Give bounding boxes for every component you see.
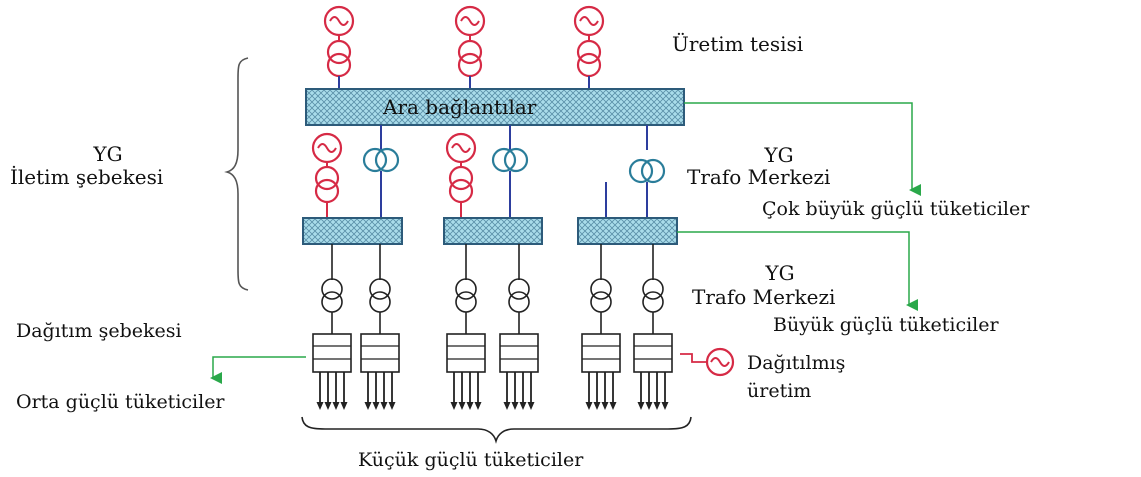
arrow-icon [458,402,466,410]
arrow-icon [466,402,474,410]
transformer-icon [448,165,474,191]
feeder-box-5 [581,333,621,373]
arrow-icon [332,402,340,410]
arrow-icon [474,402,482,410]
arrow-icon [645,402,653,410]
substation-bus-3 [577,217,678,245]
generation-unit-2 [454,5,486,89]
arrow-icon [450,402,458,410]
arrow-icon [601,402,609,410]
hv-transformer-2 [491,147,529,218]
arrow-icon [372,402,380,410]
arrow-icon [364,402,372,410]
feed-line-large [677,231,918,311]
transformer-icon [590,278,612,300]
arrow-icon [316,402,324,410]
arrow-icon [380,402,388,410]
generation-unit-3 [573,5,605,89]
interconnection-bus [305,88,685,126]
transmission-network-label: İletim şebekesi [10,165,164,189]
medium-consumers-label: Orta güçlü tüketiciler [16,391,225,413]
transformer-icon [508,278,530,300]
small-consumers-brace [301,416,692,444]
arrow-icon [324,402,332,410]
hv-label-left: YG [93,142,123,166]
arrow-icon [637,402,645,410]
arrow-icon [503,402,511,410]
distributed-generation-line-b: üretim [747,380,812,402]
arrow-icon [661,402,669,410]
arrow-icon [527,402,535,410]
feeder-box-2 [360,333,400,373]
transformer-icon [455,278,477,300]
transmission-brace [224,57,249,291]
feeder-box-6 [633,333,673,373]
arrow-icon [653,402,661,410]
transformer-icon [457,39,483,65]
transformer-icon [362,147,388,173]
distributed-generation [680,347,735,377]
hv-transformer-3 [605,158,666,218]
hv-substation-1-line-b: Trafo Merkezi [687,165,831,189]
middle-generator-1 [311,132,343,218]
hv-substation-1-line-a: YG [764,143,794,167]
generation-facility-label: Üretim tesisi [672,32,804,56]
arrow-icon [388,402,396,410]
arrow-icon [593,402,601,410]
transformer-icon [576,39,602,65]
substation-bus-1 [302,217,403,245]
hv-substation-2-line-b: Trafo Merkezi [692,285,836,309]
feeder-box-3 [446,333,486,373]
arrow-icon [585,402,593,410]
transformer-icon [314,165,340,191]
substation-bus-2 [443,217,543,245]
feed-line-very-large [684,102,921,196]
transformer-icon [628,158,654,184]
transformer-icon [642,278,664,300]
feeder-box-1 [312,333,352,373]
distributed-generation-line-a: Dağıtılmış [747,352,846,374]
distribution-feeders [312,244,673,410]
generation-unit-1 [323,5,355,89]
generator-icon [705,347,735,377]
arrow-icon [511,402,519,410]
transformer-icon [321,278,343,300]
transformer-icon [491,147,517,173]
very-large-consumers-label: Çok büyük güçlü tüketiciler [762,198,1030,220]
transformer-icon [369,278,391,300]
feed-line-medium [210,356,306,384]
distribution-network-label: Dağıtım şebekesi [16,320,182,342]
arrow-icon [519,402,527,410]
feeder-box-4 [499,333,539,373]
arrow-icon [340,402,348,410]
hv-transformer-1 [362,147,400,218]
middle-generator-2 [445,132,477,218]
transformer-icon [326,39,352,65]
large-consumers-label: Büyük güçlü tüketiciler [773,314,999,336]
arrow-icon [609,402,617,410]
interconnection-label: Ara bağlantılar [383,95,537,119]
small-consumers-label: Küçük güçlü tüketiciler [358,449,584,471]
hv-substation-2-line-a: YG [765,261,795,285]
